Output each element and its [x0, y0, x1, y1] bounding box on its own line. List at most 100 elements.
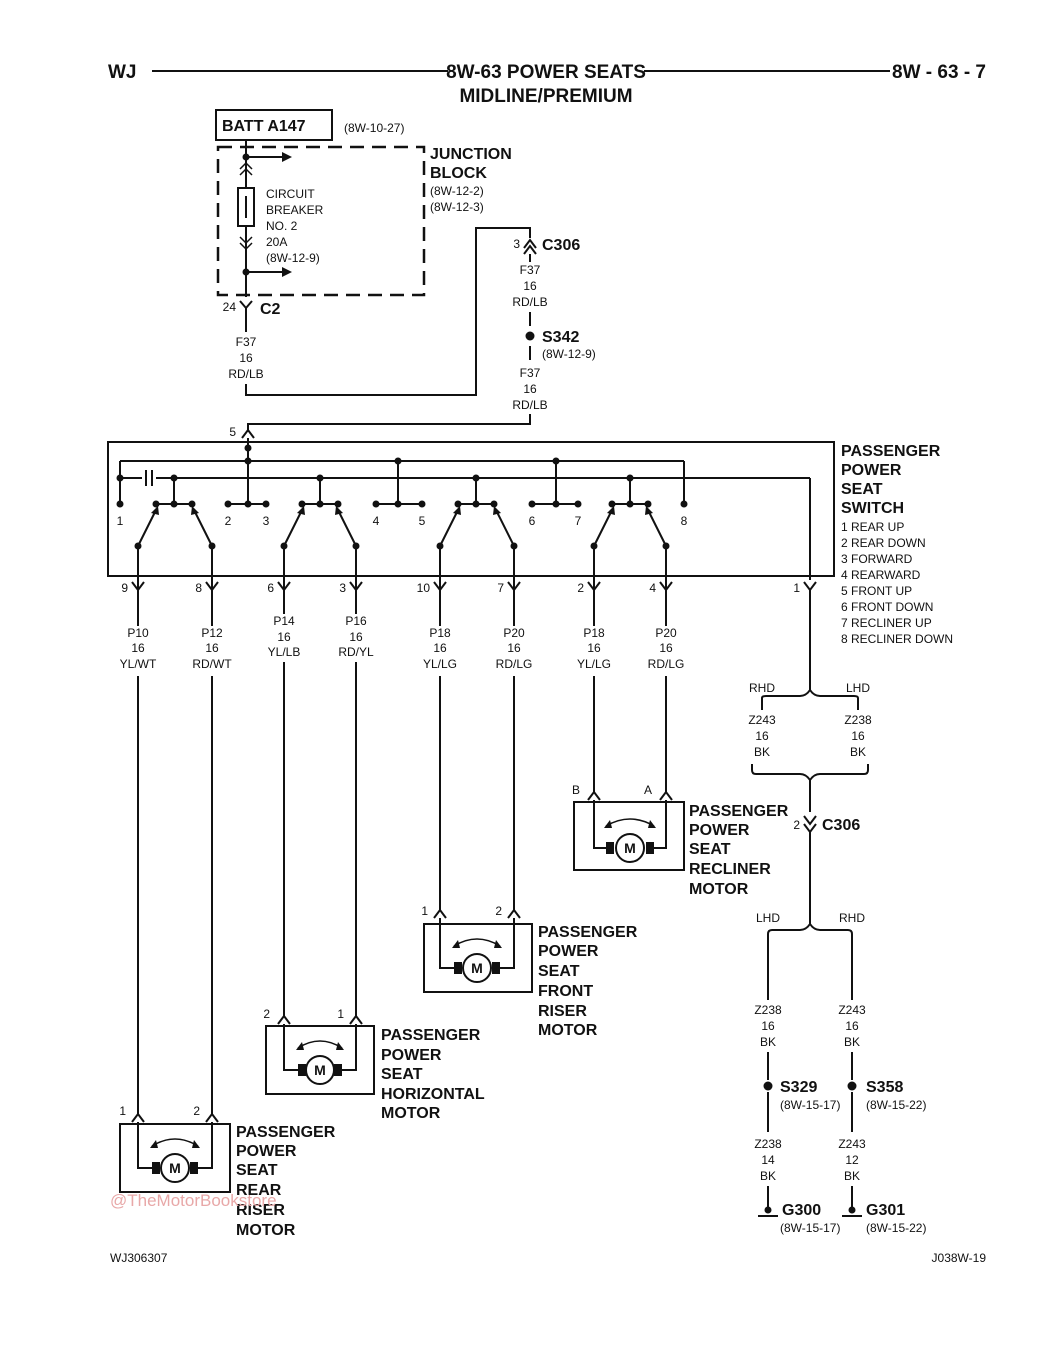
motor-brush [646, 842, 654, 854]
page-subtitle: MIDLINE/PREMIUM [459, 86, 632, 107]
junction-block-title1: JUNCTION [430, 146, 512, 163]
motor-title: RISER [538, 1003, 587, 1020]
arrowhead-icon [604, 820, 612, 828]
out-pin-9: 9 [121, 581, 128, 595]
motor-title: REAR [236, 1182, 282, 1199]
out-pin-4: 4 [649, 581, 656, 595]
junction-block-title2: BLOCK [430, 165, 487, 182]
motor-rotation-arrow-icon [605, 818, 655, 827]
switch-output-wire-labels: P10 16 YL/WT P12 16 RD/WT P14 16 YL/LB P… [120, 614, 685, 671]
motor-rotation-arrow-icon [453, 938, 501, 947]
g300-ref: (8W-15-17) [780, 1221, 840, 1235]
z238-low-l3: BK [760, 1169, 776, 1183]
s358-name: S358 [866, 1079, 903, 1096]
arrowhead-icon [150, 1140, 158, 1148]
z238-low-l1: Z238 [754, 1137, 782, 1151]
switch-blade-arrow-icon [297, 506, 305, 515]
c306-mid-pin: 2 [793, 818, 800, 832]
contact-dot [490, 500, 498, 508]
out-pin-10: 10 [417, 581, 431, 595]
switch-function-5: 5 FRONT UP [841, 584, 912, 598]
motor-title: FRONT [538, 983, 593, 1000]
s358-ref: (8W-15-22) [866, 1098, 926, 1112]
lhd-top: LHD [846, 681, 870, 695]
wire-label: RD/LG [648, 657, 685, 671]
rhd-top: RHD [749, 681, 775, 695]
arrowhead-icon [452, 940, 460, 948]
f37-right-a-l2: 16 [523, 279, 537, 293]
out-pin-8: 8 [195, 581, 202, 595]
switch-contacts [116, 461, 688, 508]
motor-rotation-arrow-icon [151, 1138, 199, 1147]
horizontal-pin-1: 1 [337, 1007, 344, 1021]
g300-ground-icon [764, 1206, 772, 1214]
wire-label: YL/LG [577, 657, 611, 671]
z243-low-l3: BK [844, 1169, 860, 1183]
motor-brush [606, 842, 614, 854]
jb-connector-male-icon-b [239, 242, 253, 251]
footer-left: WJ306307 [110, 1251, 168, 1265]
contact-label-8: 8 [681, 514, 688, 528]
wire-label: P18 [429, 626, 451, 640]
contact-1 [116, 500, 124, 508]
motor-brush [298, 1064, 306, 1076]
breaker-line4: 20A [266, 235, 287, 249]
motor-title: RISER [236, 1202, 285, 1219]
z238-top-l2: 16 [851, 729, 865, 743]
motor-brush [190, 1162, 198, 1174]
c2-name: C2 [260, 301, 281, 318]
arrowhead-icon [648, 820, 656, 828]
header-right: 8W - 63 - 7 [892, 62, 986, 83]
watermark: @TheMotorBookstore [110, 1191, 277, 1210]
switch-blade-arrow-icon [493, 506, 501, 515]
z243-mid-l2: 16 [845, 1019, 859, 1033]
wire-label: YL/LG [423, 657, 457, 671]
rear-riser-motor: 1 2 M PASSENGER POWER SEAT REAR RISER MO… [119, 1104, 336, 1239]
switch-blade-arrow-icon [645, 506, 653, 515]
battery-box [215, 109, 333, 141]
wire-label: P18 [583, 626, 605, 640]
motor-title: PASSENGER [381, 1027, 481, 1044]
contact-3 [262, 500, 270, 508]
motor-lead [342, 1024, 357, 1071]
motor-title: MOTOR [381, 1105, 441, 1122]
motor-symbol: M [314, 1062, 326, 1078]
wire-label: 16 [349, 630, 363, 644]
jb-connector-female-icon [239, 161, 253, 170]
contact-5 [418, 500, 426, 508]
contact-2 [224, 500, 232, 508]
g301-ref: (8W-15-22) [866, 1221, 926, 1235]
z238-mid-l2: 16 [761, 1019, 775, 1033]
front-riser-motor: 1 2 M PASSENGER POWER SEAT FRONT RISER M… [421, 904, 637, 1039]
ground-connector-icon [803, 581, 817, 592]
f37-right-b-l3: RD/LB [512, 398, 547, 412]
f37-left-l3: RD/LB [228, 367, 263, 381]
motor-lead [500, 918, 515, 969]
breaker-line5: (8W-12-9) [266, 251, 320, 265]
wire-label: P14 [273, 614, 295, 628]
switch-blade-arrow-icon [191, 506, 199, 515]
motor-lead [137, 1122, 152, 1169]
breaker-line3: NO. 2 [266, 219, 298, 233]
wire-label: P20 [503, 626, 525, 640]
switch-blade-arrow-icon [151, 506, 159, 515]
f37-to-switch-wire [247, 414, 531, 432]
wire-label: RD/LG [496, 657, 533, 671]
switch-contact-labels: 1 2 3 4 5 6 7 8 [117, 514, 688, 528]
motor-title: SEAT [236, 1162, 278, 1179]
contact-label-3: 3 [263, 514, 270, 528]
s329-name: S329 [780, 1079, 817, 1096]
c306-top-connector-icon [523, 238, 537, 249]
switch-function-list: 1 REAR UP 2 REAR DOWN 3 FORWARD 4 REARWA… [841, 520, 953, 646]
contact-4 [372, 500, 380, 508]
motor-icon [305, 1055, 335, 1085]
arrowhead-icon [336, 1042, 344, 1050]
c306-top-pin: 3 [513, 237, 520, 251]
contact-dot [298, 500, 306, 508]
switch-function-2: 2 REAR DOWN [841, 536, 926, 550]
z243-low-l1: Z243 [838, 1137, 866, 1151]
junction-block-ref2: (8W-12-3) [430, 200, 484, 214]
g300-name: G300 [782, 1202, 821, 1219]
motor-brush [152, 1162, 160, 1174]
